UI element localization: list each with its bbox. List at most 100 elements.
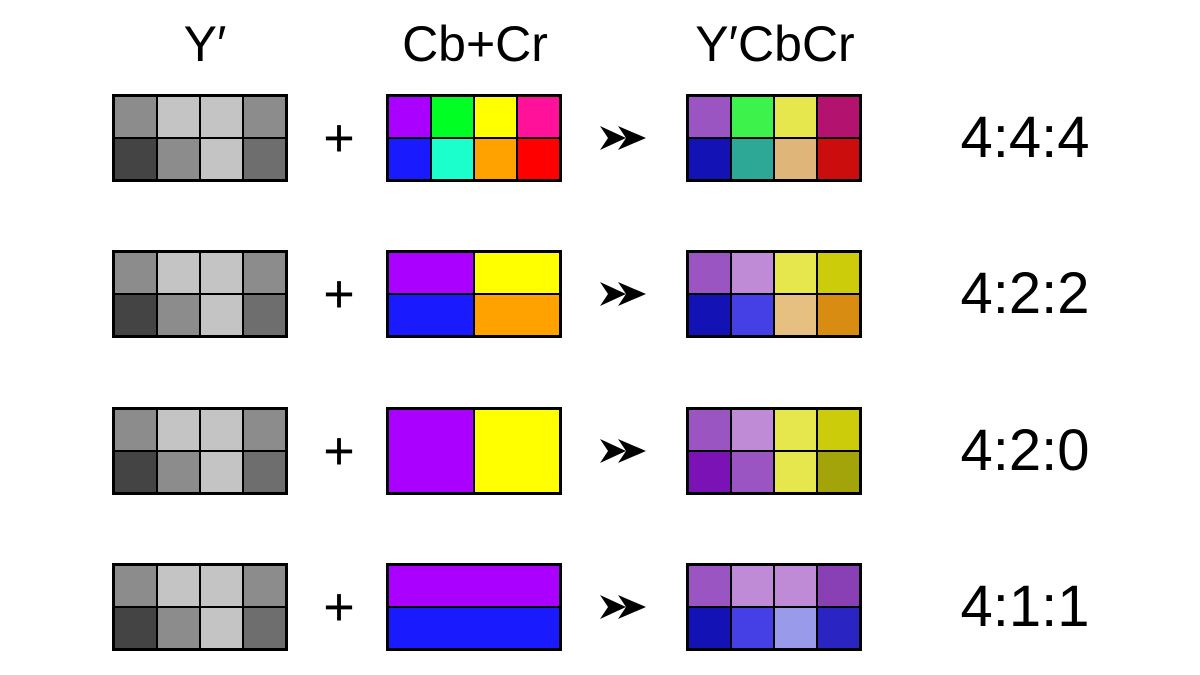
luma-sample [200, 252, 243, 294]
luma-sample [243, 565, 286, 607]
result-pixel [817, 565, 860, 607]
luma-sample [114, 565, 157, 607]
luma-sample [157, 252, 200, 294]
luma-sample [200, 96, 243, 138]
luma-sample [114, 252, 157, 294]
result-pixel [774, 138, 817, 180]
luma-sample [200, 565, 243, 607]
result-pixel [688, 252, 731, 294]
double-arrowhead-icon [600, 439, 646, 463]
result-pixel [817, 451, 860, 493]
result-pixel [817, 607, 860, 649]
result-pixel [688, 607, 731, 649]
chroma-sample [431, 138, 474, 180]
result-pixel [774, 565, 817, 607]
luma-sample [157, 409, 200, 451]
row-4-2-0: +4:2:0 [0, 407, 1200, 497]
chroma-grid [386, 250, 562, 338]
result-pixel [731, 96, 774, 138]
result-pixel [731, 252, 774, 294]
chroma-grid [386, 94, 562, 182]
luma-grid [112, 407, 288, 495]
luma-sample [243, 451, 286, 493]
result-pixel [817, 409, 860, 451]
luma-sample [114, 607, 157, 649]
result-pixel [731, 409, 774, 451]
result-pixel [817, 138, 860, 180]
luma-sample [114, 294, 157, 336]
chroma-sample [474, 252, 560, 294]
luma-sample [157, 565, 200, 607]
plus-sign: + [323, 108, 355, 168]
result-grid [686, 94, 862, 182]
chroma-sample [388, 409, 474, 493]
result-pixel [731, 294, 774, 336]
chroma-sample [474, 96, 517, 138]
result-pixel [774, 96, 817, 138]
row-4-2-2: +4:2:2 [0, 250, 1200, 340]
luma-grid [112, 563, 288, 651]
result-pixel [817, 252, 860, 294]
result-pixel [774, 607, 817, 649]
luma-sample [243, 252, 286, 294]
chroma-sample [388, 252, 474, 294]
result-pixel [731, 138, 774, 180]
result-pixel [774, 451, 817, 493]
result-pixel [688, 451, 731, 493]
chroma-grid [386, 563, 562, 651]
luma-grid [112, 250, 288, 338]
luma-sample [243, 409, 286, 451]
chroma-grid [386, 407, 562, 495]
luma-sample [157, 96, 200, 138]
ratio-label: 4:4:4 [960, 105, 1090, 170]
luma-sample [243, 294, 286, 336]
plus-sign: + [323, 264, 355, 324]
result-pixel [688, 409, 731, 451]
double-arrowhead-icon [600, 595, 646, 619]
luma-sample [157, 607, 200, 649]
chroma-sample [474, 409, 560, 493]
result-pixel [731, 607, 774, 649]
result-pixel [688, 138, 731, 180]
result-grid [686, 563, 862, 651]
chroma-sample [517, 138, 560, 180]
plus-sign: + [323, 577, 355, 637]
result-grid [686, 250, 862, 338]
luma-sample [200, 451, 243, 493]
chroma-sample [388, 565, 560, 607]
row-4-4-4: +4:4:4 [0, 94, 1200, 184]
chroma-sample [388, 607, 560, 649]
luma-sample [114, 138, 157, 180]
chroma-sample [517, 96, 560, 138]
result-pixel [774, 252, 817, 294]
double-arrowhead-icon [600, 282, 646, 306]
luma-sample [200, 607, 243, 649]
result-pixel [688, 96, 731, 138]
row-4-1-1: +4:1:1 [0, 563, 1200, 653]
chroma-sample [388, 96, 431, 138]
result-pixel [817, 96, 860, 138]
result-pixel [774, 409, 817, 451]
chroma-header: Cb+Cr [402, 16, 548, 72]
luma-sample [114, 409, 157, 451]
luma-sample [114, 451, 157, 493]
result-pixel [688, 565, 731, 607]
luma-header: Y′ [183, 16, 227, 72]
luma-sample [243, 96, 286, 138]
ratio-label: 4:2:0 [960, 418, 1090, 483]
chroma-sample [474, 294, 560, 336]
luma-sample [157, 138, 200, 180]
ratio-label: 4:2:2 [960, 261, 1090, 326]
luma-sample [243, 607, 286, 649]
chroma-sample [474, 138, 517, 180]
result-pixel [817, 294, 860, 336]
result-grid [686, 407, 862, 495]
luma-sample [200, 409, 243, 451]
ratio-label: 4:1:1 [960, 574, 1090, 639]
result-pixel [731, 451, 774, 493]
chroma-sample [388, 294, 474, 336]
luma-sample [114, 96, 157, 138]
result-header: Y′CbCr [695, 16, 855, 72]
luma-sample [243, 138, 286, 180]
result-pixel [688, 294, 731, 336]
